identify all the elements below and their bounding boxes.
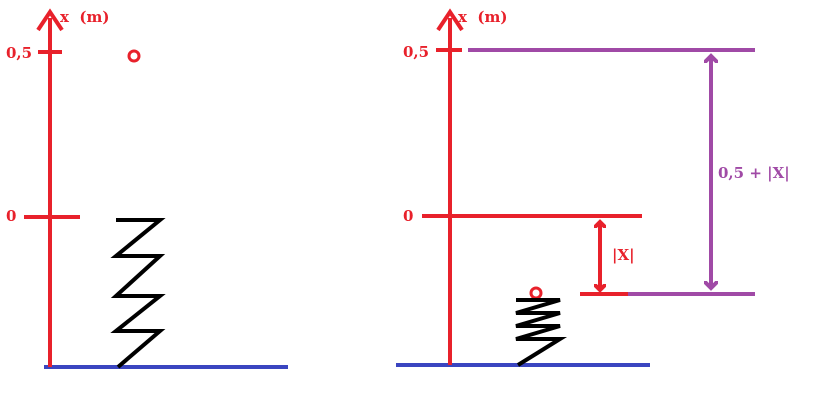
left-spring bbox=[110, 218, 166, 369]
left-panel: x (m) 0,5 0 bbox=[6, 8, 288, 369]
right-axis-arrowhead bbox=[436, 8, 464, 32]
left-mass-ball bbox=[127, 49, 141, 63]
compression-label: |X| bbox=[612, 246, 635, 264]
right-mass-ball bbox=[529, 286, 543, 300]
left-tick-zero-label: 0 bbox=[6, 207, 16, 225]
right-tick-top-label: 0,5 bbox=[403, 43, 429, 61]
right-tick-zero-label: 0 bbox=[403, 207, 413, 225]
left-axis-arrowhead bbox=[36, 8, 64, 32]
left-axis-label: x (m) bbox=[60, 8, 109, 26]
total-distance-label: 0,5 + |X| bbox=[718, 164, 790, 182]
right-panel: x (m) 0,5 0 |X| 0,5 + |X| bbox=[396, 8, 790, 367]
left-tick-top-label: 0,5 bbox=[6, 44, 32, 62]
right-axis-label: x (m) bbox=[458, 8, 507, 26]
right-spring bbox=[515, 298, 568, 367]
